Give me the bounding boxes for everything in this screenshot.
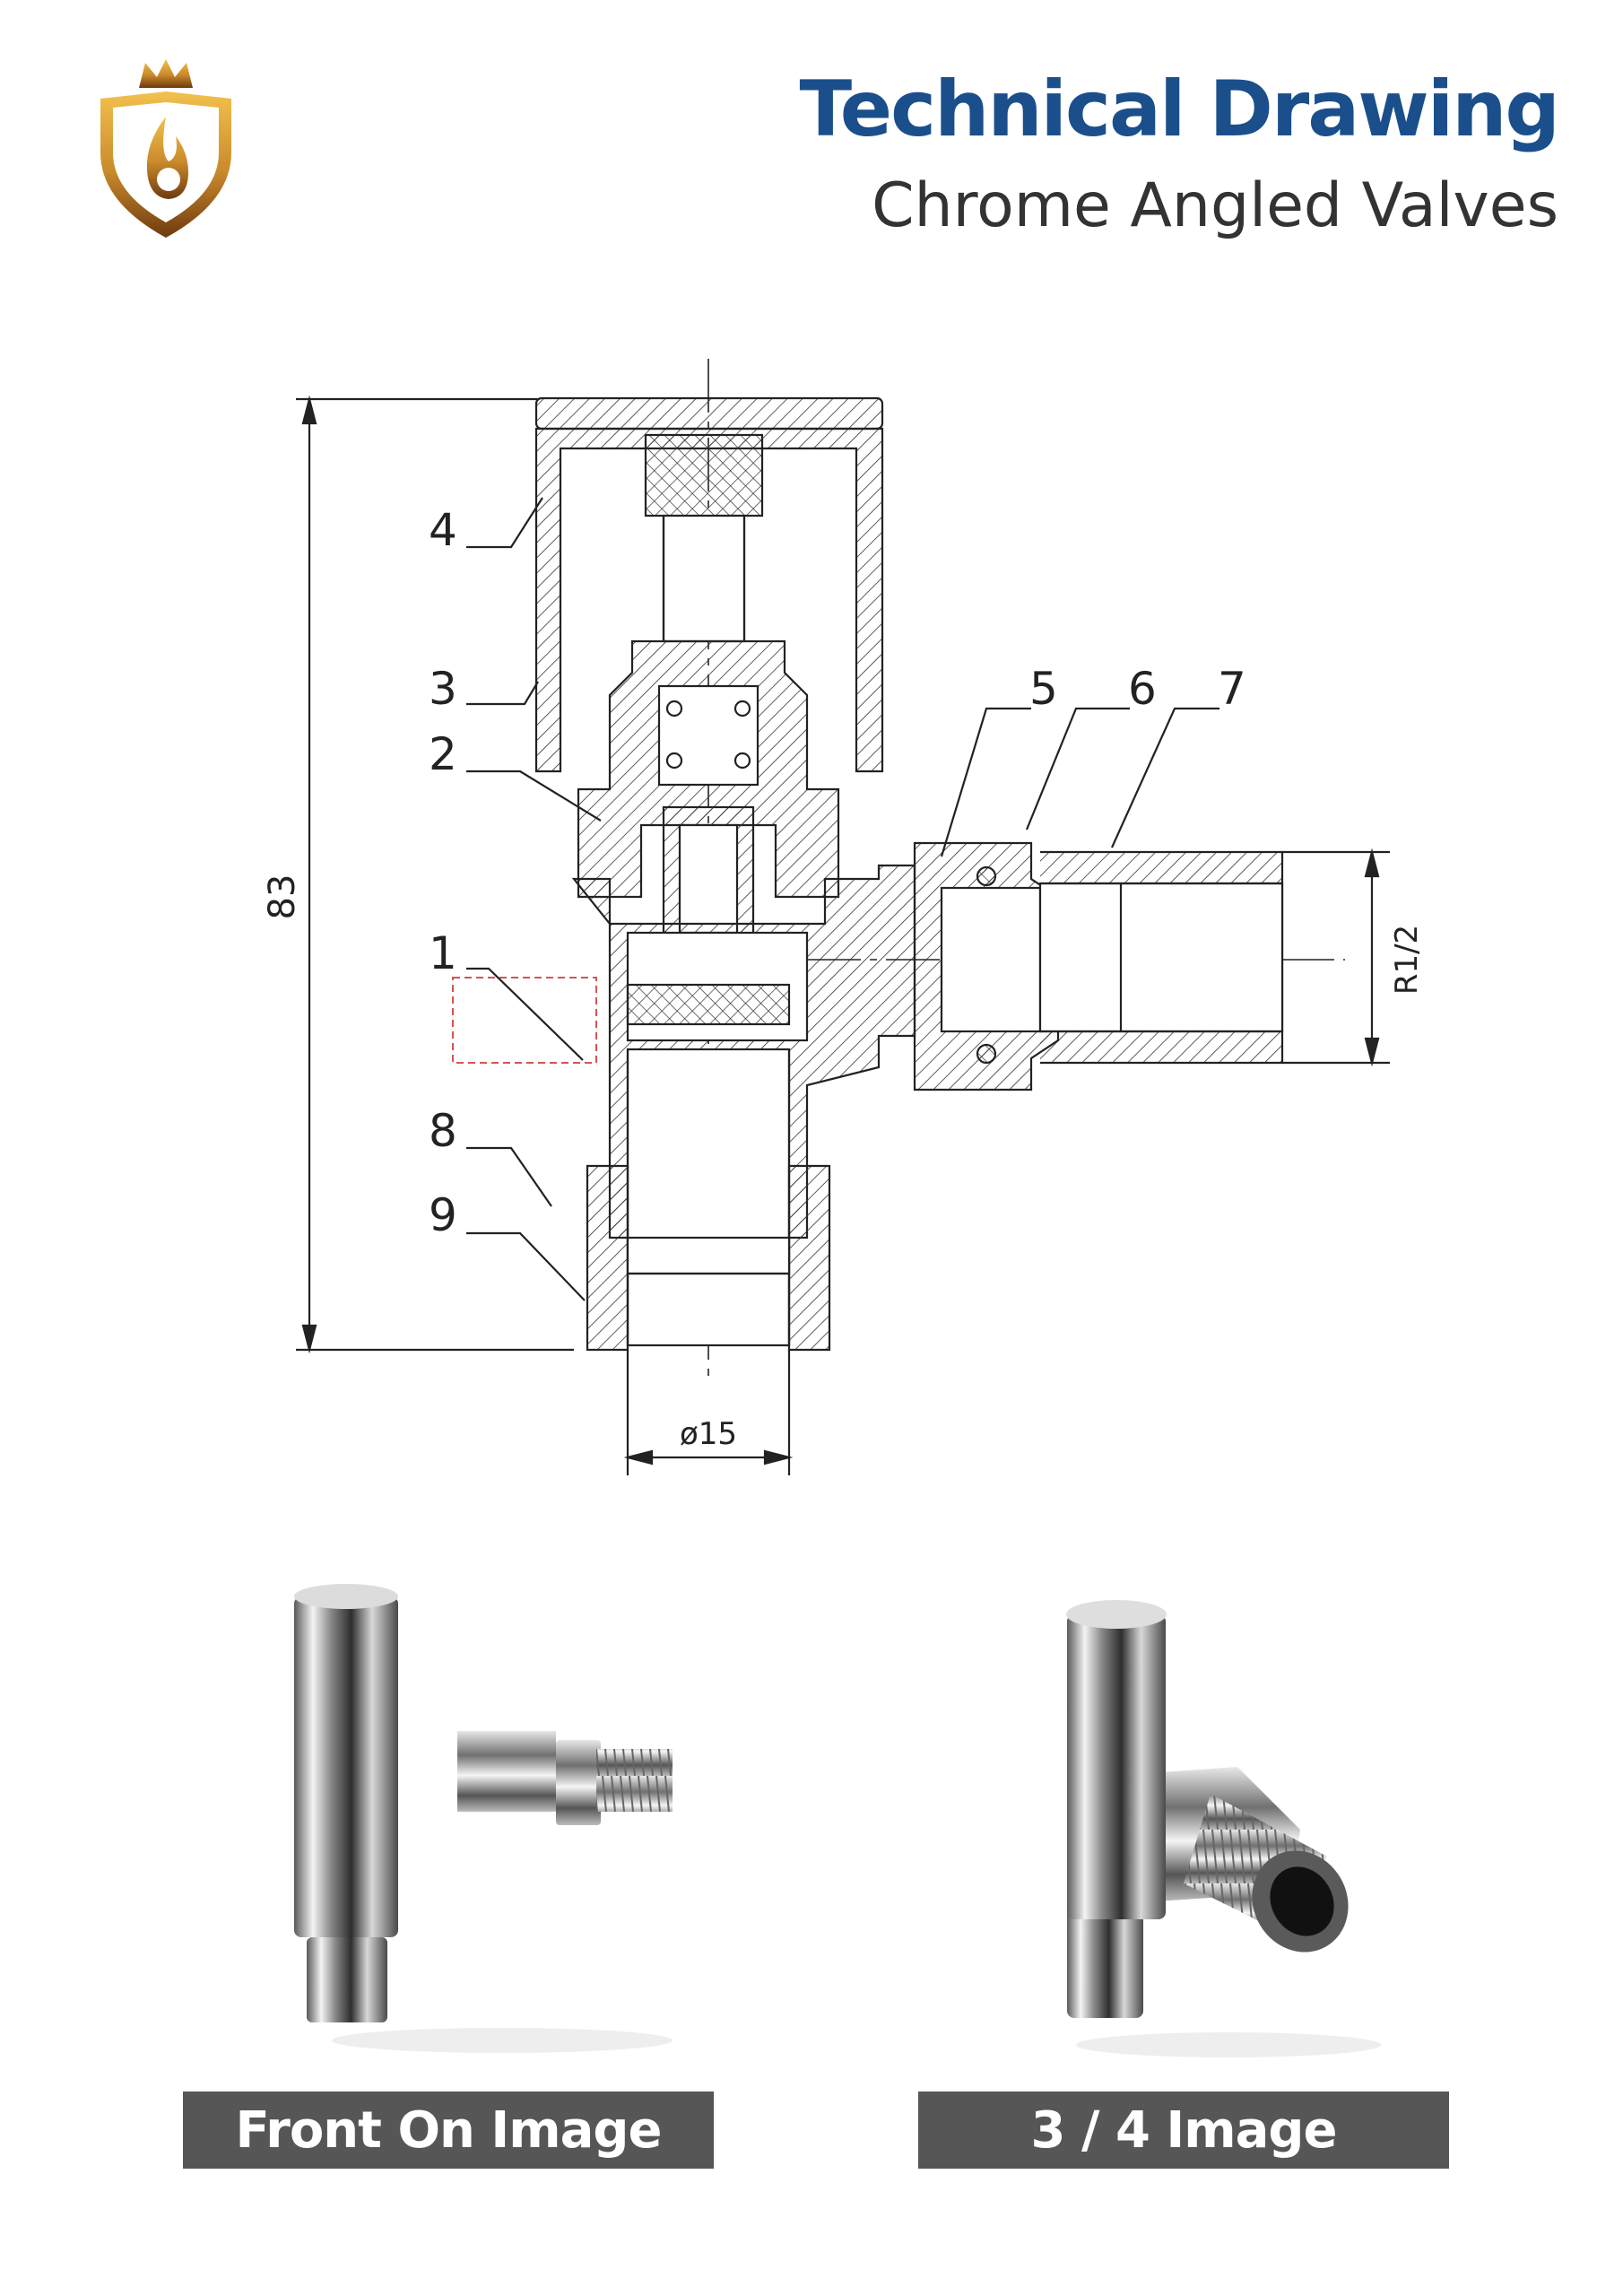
part-callout-6: 6 xyxy=(1128,663,1157,715)
part-callout-9: 9 xyxy=(429,1189,457,1241)
technical-drawing: 83 ø15 R1/2 1 2 3 4 5 6 7 8 9 xyxy=(262,359,1425,1475)
pipe-diameter-label: ø15 xyxy=(680,1416,737,1452)
page-title: Technical Drawing xyxy=(799,65,1560,154)
part-callout-3: 3 xyxy=(429,663,457,715)
page-subtitle: Chrome Angled Valves xyxy=(872,170,1558,241)
part-callout-7: 7 xyxy=(1218,663,1246,715)
part-callout-5: 5 xyxy=(1029,663,1058,715)
caption-three-quarter-image: 3 / 4 Image xyxy=(918,2092,1449,2169)
thread-size-label: R1/2 xyxy=(1389,925,1425,995)
caption-front-image: Front On Image xyxy=(183,2092,714,2169)
highlight-box xyxy=(452,977,597,1064)
height-dimension-label: 83 xyxy=(262,874,303,920)
part-callout-1: 1 xyxy=(429,927,457,979)
brand-logo xyxy=(100,59,231,238)
part-callout-8: 8 xyxy=(429,1105,457,1157)
product-photo-three-quarter xyxy=(1066,1600,1381,2057)
part-callout-2: 2 xyxy=(429,728,457,780)
product-photo-front xyxy=(294,1584,673,2053)
crown-icon xyxy=(139,59,193,88)
part-callout-4: 4 xyxy=(429,504,457,556)
